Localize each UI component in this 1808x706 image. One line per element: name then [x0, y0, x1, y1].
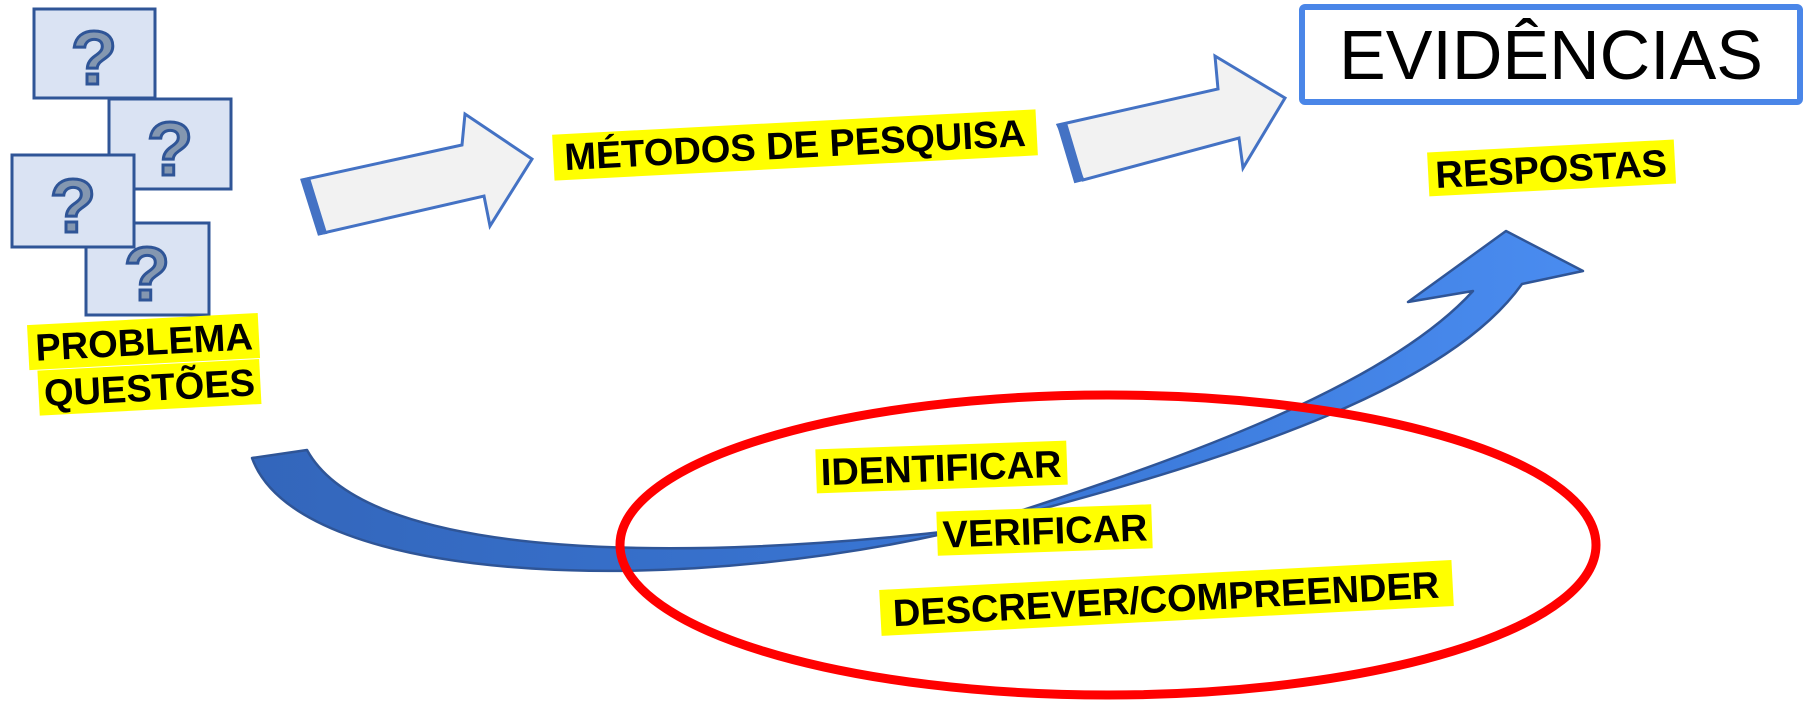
methods-label: MÉTODOS DE PESQUISA [552, 109, 1038, 181]
evidence-box: EVIDÊNCIAS [1299, 4, 1803, 105]
methods-text: MÉTODOS DE PESQUISA [563, 111, 1026, 179]
question-cards: ? ? ? ? [10, 7, 233, 319]
question-card: ? [10, 153, 136, 251]
block-arrow-to-methods [300, 111, 535, 236]
questions-text: QUESTÕES [43, 360, 256, 415]
action-label-describe: DESCREVER/COMPREENDER [879, 560, 1454, 636]
action-text: IDENTIFICAR [820, 444, 1062, 494]
question-card: ? [32, 7, 157, 103]
evidence-title: EVIDÊNCIAS [1339, 16, 1763, 94]
question-mark-icon: ? [124, 232, 170, 317]
curved-arrow [250, 229, 1585, 573]
action-label-identify: IDENTIFICAR [815, 440, 1068, 494]
question-mark-icon: ? [71, 16, 117, 101]
block-arrow-to-evidence [1055, 53, 1288, 184]
action-label-verify: VERIFICAR [936, 504, 1153, 557]
question-mark-icon: ? [50, 164, 96, 249]
action-text: VERIFICAR [942, 507, 1148, 556]
action-ellipse [615, 390, 1601, 700]
problem-label: PROBLEMA QUESTÕES [27, 313, 262, 416]
answers-label: RESPOSTAS [1427, 139, 1677, 197]
question-mark-icon: ? [147, 107, 193, 192]
